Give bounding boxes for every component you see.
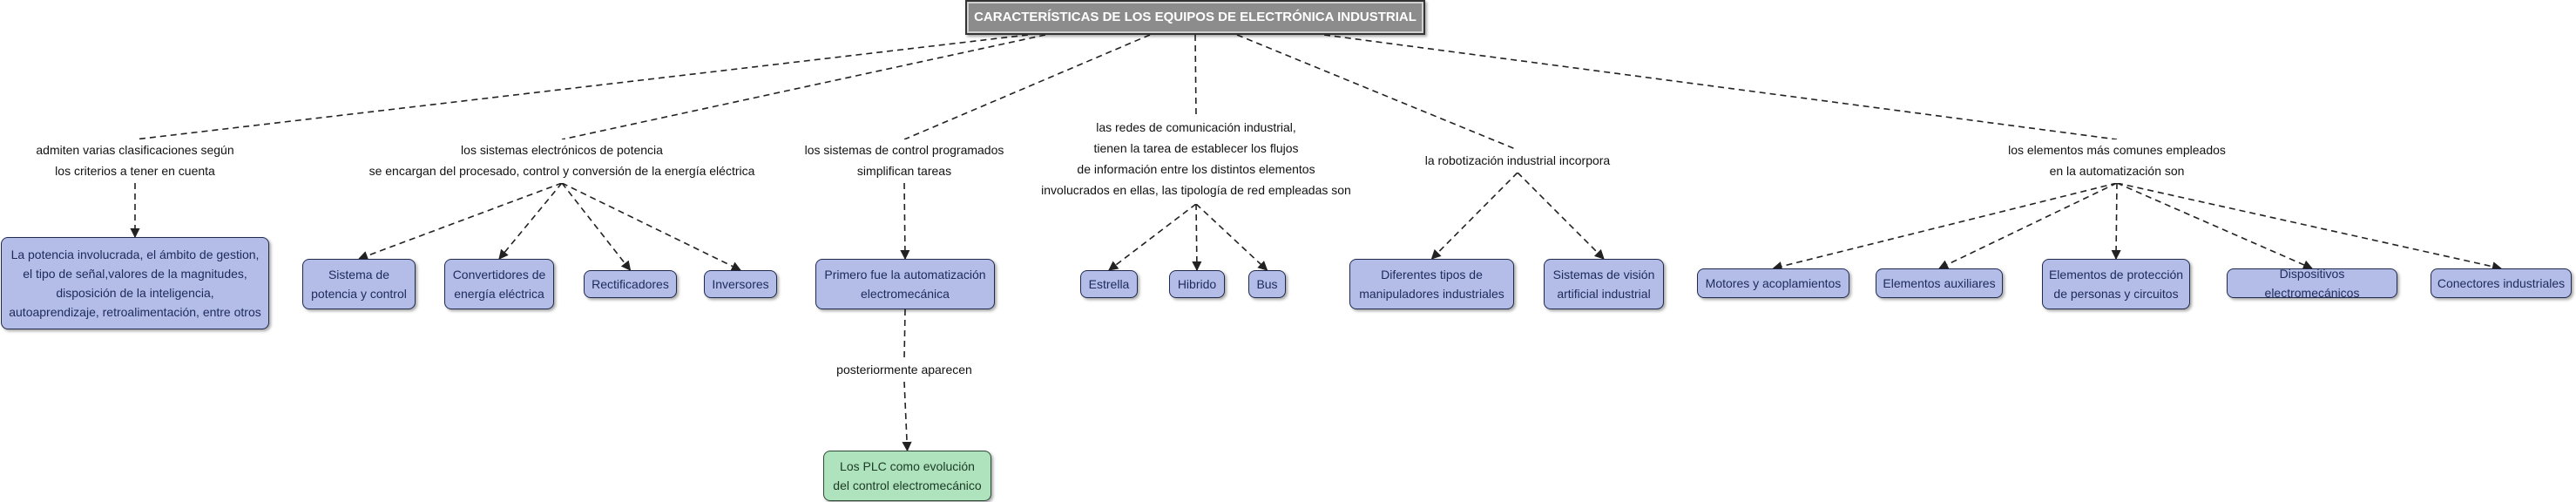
concept-conectores: Conectores industriales	[2431, 268, 2572, 298]
link-posteriormente: posteriormente aparecen	[823, 359, 985, 382]
concept-inversores: Inversores	[704, 270, 777, 298]
link-robotizacion: la robotización industrial incorpora	[1409, 150, 1626, 173]
concept-motores: Motores y acoplamientos	[1697, 268, 1849, 298]
connector-l-pot-n-conv	[498, 182, 563, 260]
concept-convertidores: Convertidores de energía eléctrica	[444, 259, 554, 309]
connector-l-post-n-plc	[902, 381, 912, 452]
connector-l-robot-n-manip	[1430, 172, 1518, 260]
connector-l-elem-n-disp	[2116, 182, 2314, 270]
link-clasificaciones: admiten varias clasificaciones según los…	[17, 139, 253, 183]
concept-sistema-potencia: Sistema de potencia y control	[302, 259, 416, 309]
map-title: CARACTERÍSTICAS DE LOS EQUIPOS DE ELECTR…	[965, 0, 1425, 35]
concept-manipuladores: Diferentes tipos de manipuladores indust…	[1349, 259, 1514, 309]
connector-automatizacion-posteriormente	[903, 309, 906, 360]
link-elementos-automatizacion: los elementos más comunes empleados en l…	[1982, 139, 2252, 183]
connector-l-pot-n-rect	[561, 182, 632, 271]
concept-criterios: La potencia involucrada, el ámbito de ge…	[1, 237, 269, 329]
concept-elementos-auxiliares: Elementos auxiliares	[1876, 268, 2003, 298]
connector-title-l-elem	[1323, 34, 2118, 140]
concept-estrella: Estrella	[1080, 270, 1138, 298]
connector-title-l-robot	[1236, 34, 1518, 151]
link-redes-comunicacion: las redes de comunicación industrial, ti…	[1035, 117, 1357, 204]
connector-l-ctrl-n-auto	[900, 182, 910, 261]
connector-l-redes-n-est	[1108, 203, 1197, 271]
concept-rectificadores: Rectificadores	[584, 270, 677, 298]
connector-l-redes-n-hib	[1192, 203, 1202, 272]
connector-title-l-pot	[561, 34, 1046, 140]
concept-bus: Bus	[1248, 270, 1286, 298]
concept-hibrido: Hibrido	[1169, 270, 1225, 298]
connector-l-elem-n-aux	[1937, 182, 2118, 269]
connector-l-elem-n-mot	[1772, 182, 2118, 272]
connector-l-robot-n-vis	[1517, 172, 1605, 260]
concept-vision-artificial: Sistemas de visión artificial industrial	[1544, 259, 1664, 309]
concept-plc: Los PLC como evolución del control elect…	[823, 451, 991, 501]
connector-l-elem-n-con	[2116, 182, 2503, 272]
concept-dispositivos-electromecanicos: Dispositivos electromecánicos	[2227, 267, 2397, 300]
connector-l-elem-n-prot	[2111, 182, 2121, 261]
connector-title-l-redes	[1194, 34, 1197, 118]
link-sistemas-potencia: los sistemas electrónicos de potencia se…	[362, 139, 762, 183]
concept-proteccion: Elementos de protección de personas y ci…	[2042, 259, 2190, 309]
connector-l-pot-n-inv	[561, 182, 742, 271]
connector-title-l-ctrl	[903, 34, 1151, 140]
connector-l-redes-n-bus	[1195, 203, 1268, 271]
connector-title-l-clasif	[134, 34, 1029, 140]
link-sistemas-control: los sistemas de control programados simp…	[791, 139, 1018, 183]
concept-automatizacion: Primero fue la automatización electromec…	[815, 259, 995, 309]
connector-l-pot-n-sispot	[357, 182, 563, 261]
